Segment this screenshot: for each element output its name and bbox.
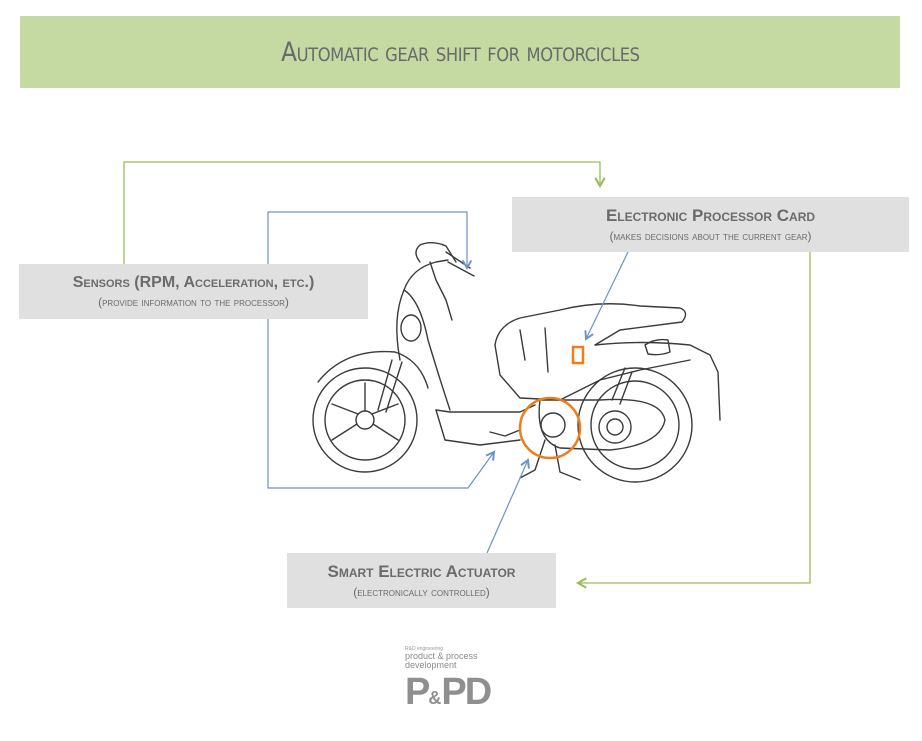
connector-processor-card <box>584 251 629 341</box>
title-banner: Automatic gear shift for motorcicles <box>20 16 900 88</box>
logo-tagline: R&D engineering <box>405 646 444 652</box>
processor-title: Electronic Processor Card <box>605 206 816 225</box>
connector-sensor-handlebar <box>267 211 473 270</box>
actuator-subtitle: (electronically controlled) <box>353 585 490 599</box>
logo-line1: product & process <box>405 651 478 661</box>
logo-mark-amp: & <box>428 688 442 708</box>
processor-card-highlight <box>571 345 585 365</box>
actuator-title: Smart Electric Actuator <box>327 562 516 581</box>
actuator-highlight <box>518 396 582 460</box>
connector-sensors-to-processor <box>123 161 606 264</box>
sensors-label-box: Sensors (RPM, Acceleration, etc.) (provi… <box>19 264 368 319</box>
sensors-subtitle: (provide information to the processor) <box>98 295 289 309</box>
scooter-illustration <box>312 242 721 483</box>
sensors-title: Sensors (RPM, Acceleration, etc.) <box>72 274 315 291</box>
logo-mark: P&PD <box>405 672 515 712</box>
company-logo: R&D engineering product & process develo… <box>405 646 515 718</box>
processor-label-box: Electronic Processor Card (makes decisio… <box>512 197 909 252</box>
page-title: Automatic gear shift for motorcicles <box>280 36 640 68</box>
actuator-label-box: Smart Electric Actuator (electronically … <box>287 553 556 608</box>
logo-mark-right: PD <box>441 671 492 713</box>
connector-processor-to-actuator <box>575 252 811 589</box>
processor-subtitle: (makes decisions about the current gear) <box>609 229 812 243</box>
logo-line2: development <box>405 660 457 670</box>
connector-sensor-footboard <box>267 319 496 489</box>
logo-mark-left: P <box>405 671 430 713</box>
connector-actuator <box>486 458 530 554</box>
